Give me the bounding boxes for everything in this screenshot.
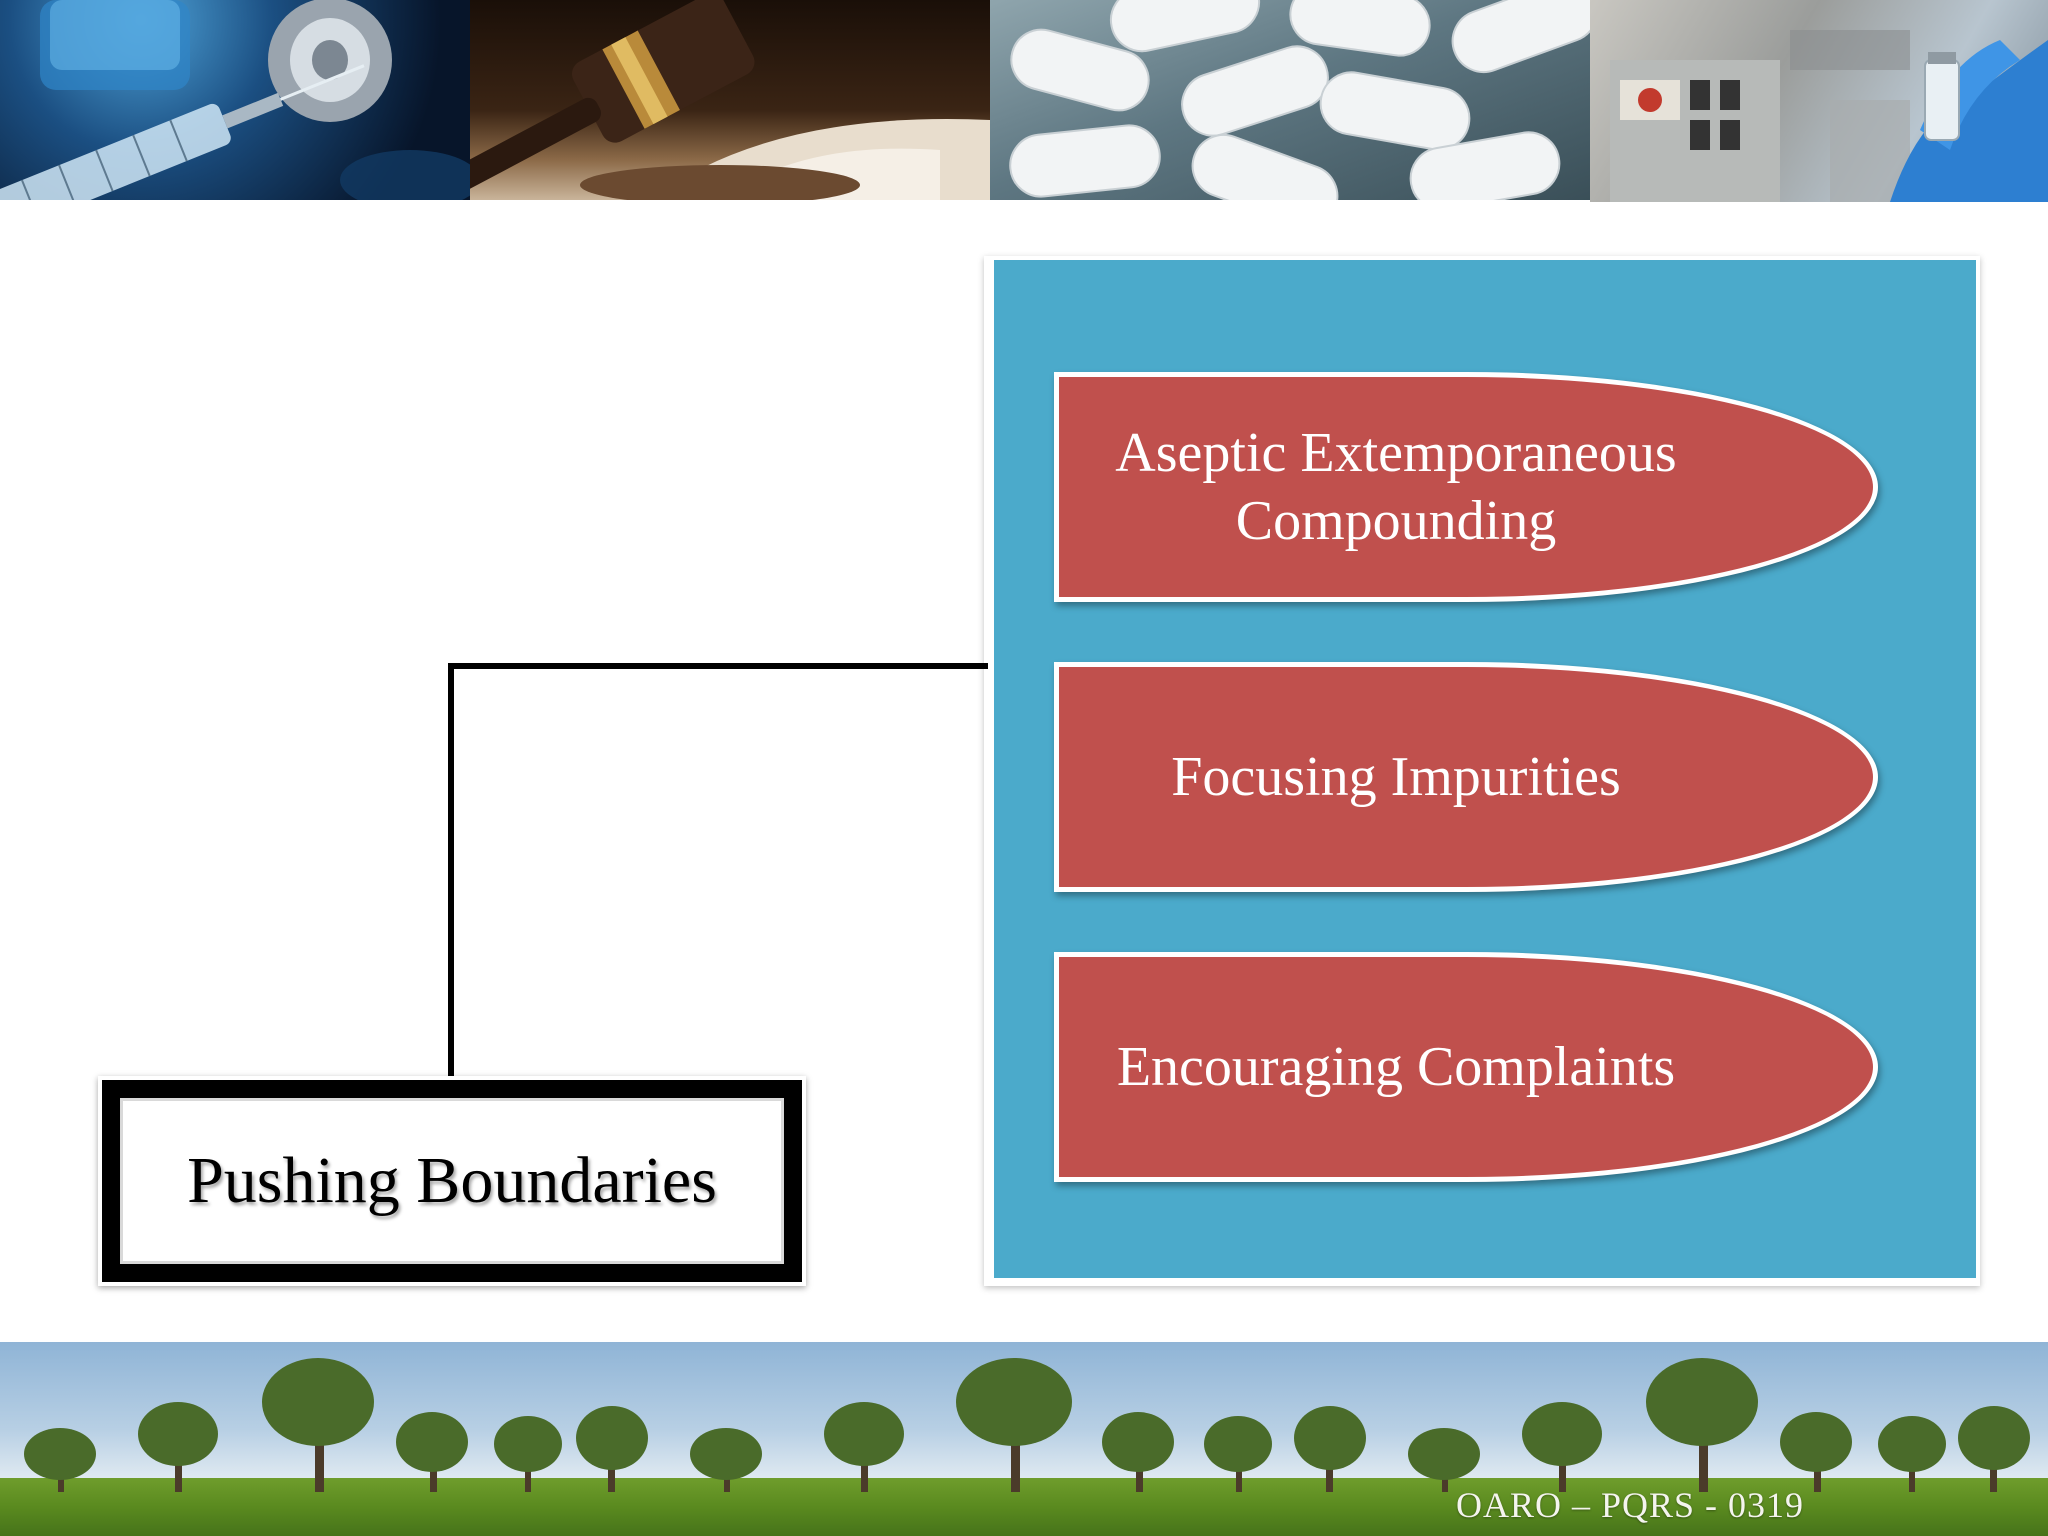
white-pills-photo [990, 0, 1590, 200]
root-node-label: Pushing Boundaries [187, 1144, 717, 1217]
topic-item-encouraging-complaints: Encouraging Complaints [1054, 952, 1878, 1182]
connector-line-vertical [448, 663, 454, 1077]
lab-vial-glove-photo [1590, 0, 2048, 202]
topic-item-label-line: Aseptic Extemporaneous [1115, 422, 1677, 484]
trees-meadow-photo [1384, 1342, 2048, 1536]
trees-meadow-photo [0, 1342, 666, 1536]
topic-item-aseptic-compounding: Aseptic Extemporaneous Compounding [1054, 372, 1878, 602]
trees-meadow-photo [666, 1342, 1384, 1536]
topic-item-label-line: Focusing Impurities [1171, 746, 1621, 808]
topic-item-label-line: Encouraging Complaints [1116, 1036, 1676, 1098]
gavel-book-photo [470, 0, 990, 200]
root-node-box: Pushing Boundaries [98, 1076, 806, 1286]
footer-document-code: OARO – PQRS - 0319 [1456, 1485, 1805, 1525]
bottom-landscape-banner [0, 1342, 2048, 1536]
top-photo-banner [0, 0, 2048, 202]
connector-line-horizontal [448, 663, 988, 669]
root-node-inner: Pushing Boundaries [120, 1098, 784, 1264]
topic-item-focusing-impurities: Focusing Impurities [1054, 662, 1878, 892]
topic-item-label-line: Compounding [1235, 490, 1557, 552]
syringe-vial-photo [0, 0, 470, 200]
